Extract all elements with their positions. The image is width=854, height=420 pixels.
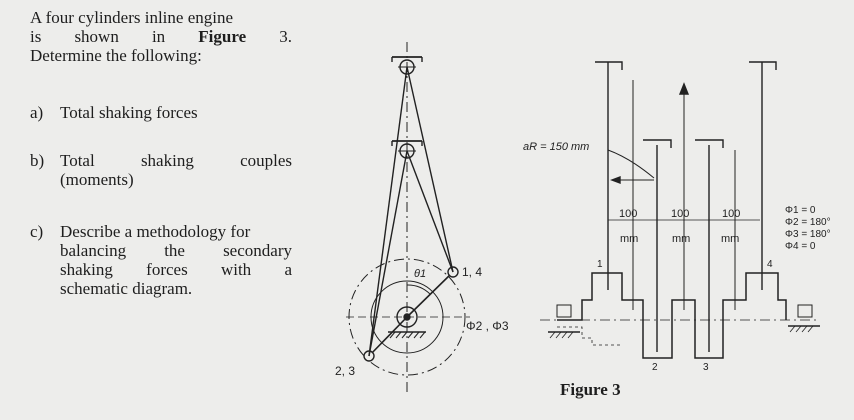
- part-a-text: Total shaking forces: [60, 103, 198, 122]
- ground-hatch-icon: [389, 331, 426, 339]
- part-b-label: b): [30, 151, 45, 170]
- figure-caption: Figure 3: [560, 380, 621, 399]
- piston-cap-3: [695, 139, 724, 148]
- throw-4-label: 4: [767, 259, 773, 270]
- phase-4: Φ4 = 0: [785, 241, 816, 252]
- word: shaking: [60, 260, 113, 279]
- word: is: [30, 27, 42, 46]
- phase-3: Φ3 = 180°: [785, 229, 831, 240]
- part-a: a) Total shaking forces: [30, 103, 292, 122]
- crankshaft-profile: [557, 272, 787, 359]
- part-c-line-3: shaking forces with a: [60, 260, 292, 279]
- throw-3-label: 3: [703, 362, 709, 373]
- word: couples: [240, 151, 292, 170]
- spacing-3-unit: mm: [721, 233, 739, 245]
- word: in: [151, 27, 166, 46]
- figure-reference: Figure: [198, 27, 247, 46]
- part-b-line-2: (moments): [60, 170, 134, 189]
- connecting-rod-14-b: [368, 66, 408, 357]
- word: Total: [60, 151, 95, 170]
- phase-1: Φ1 = 0: [785, 205, 816, 216]
- part-c-label: c): [30, 222, 44, 241]
- label-cylinders-23: 2, 3: [335, 364, 355, 378]
- spacing-2-value: 100: [671, 208, 689, 220]
- phase-2: Φ2 = 180°: [785, 217, 831, 228]
- word: the: [164, 241, 185, 260]
- bearing-right-icon: [797, 304, 813, 318]
- part-c-line-2: balancing the secondary: [60, 241, 292, 260]
- part-c: c) Describe a methodology for balancing …: [30, 222, 292, 298]
- ar-dimension-label: aR = 150 mm: [523, 141, 589, 153]
- spacing-1-unit: mm: [620, 233, 638, 245]
- arrow-up-icon: [678, 82, 690, 95]
- throw-2-label: 2: [652, 362, 658, 373]
- question-line-2: is shown in Figure 3.: [30, 27, 292, 46]
- label-cylinders-14: 1, 4: [462, 265, 482, 279]
- connecting-rod-14: [406, 66, 454, 273]
- crankshaft-view: aR = 150 mm 100 mm 100 mm 100 mm 1 2 3: [523, 61, 831, 373]
- question-line-1: A four cylinders inline engine: [30, 8, 234, 27]
- part-b: b) Total shaking couples (moments): [30, 151, 292, 189]
- word: secondary: [223, 241, 292, 260]
- word: with: [220, 260, 252, 279]
- piston-cap-4: [749, 61, 777, 70]
- throw-1-label: 1: [597, 259, 603, 270]
- spacing-3-value: 100: [722, 208, 740, 220]
- word: shown: [74, 27, 119, 46]
- spacing-2-unit: mm: [672, 233, 690, 245]
- ar-arrow-icon: [610, 175, 621, 185]
- word: a: [284, 260, 292, 279]
- theta-label: θ1: [414, 268, 426, 280]
- part-c-line-1: Describe a methodology for: [60, 222, 251, 241]
- word: forces: [146, 260, 188, 279]
- shaft-lower-edge: [557, 326, 622, 346]
- part-a-label: a): [30, 103, 44, 122]
- bearing-left-icon: [556, 304, 572, 318]
- connecting-rod-23-b: [406, 150, 454, 273]
- word: 3.: [279, 27, 292, 46]
- word: shaking: [140, 151, 194, 170]
- part-b-line-1: Total shaking couples: [60, 151, 292, 170]
- question-text: A four cylinders inline engine is shown …: [30, 8, 292, 65]
- question-line-3: Determine the following:: [30, 46, 202, 65]
- bearing-left-hatch: [549, 331, 574, 339]
- part-c-line-4: schematic diagram.: [60, 279, 193, 298]
- crank-arm-23: [368, 316, 408, 357]
- spacing-1-value: 100: [619, 208, 637, 220]
- ar-leader: [607, 149, 655, 179]
- piston-cap-2: [643, 139, 672, 148]
- crank-arm-14: [406, 271, 454, 318]
- theta-arc: [406, 284, 431, 295]
- connecting-rod-23: [368, 150, 408, 357]
- word: balancing: [60, 241, 127, 260]
- piston-cap-1: [595, 61, 623, 70]
- crank-mechanism: θ1 1, 4 Φ2 , Φ3 2, 3: [335, 42, 509, 392]
- label-phi-23: Φ2 , Φ3: [466, 319, 509, 333]
- bearing-right-hatch: [789, 325, 814, 333]
